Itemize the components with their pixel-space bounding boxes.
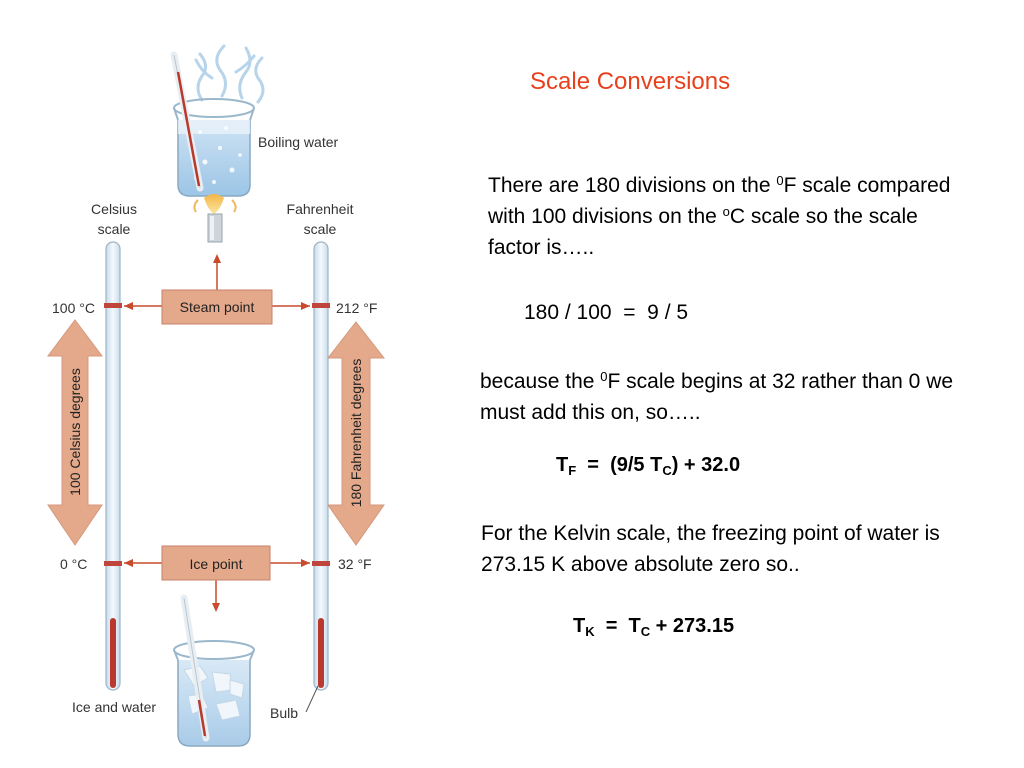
celsius-caption: Celsius — [91, 201, 137, 217]
fahrenheit-equation: TF = (9/5 TC) + 32.0 — [556, 454, 740, 477]
eq2-end: + 273.15 — [650, 615, 735, 637]
bulb-label: Bulb — [270, 705, 298, 721]
celsius-100-label: 100 °C — [52, 300, 95, 316]
p2-superscript: 0 — [600, 369, 608, 384]
p1-text-b: F scale compared with 100 divisions on t… — [488, 174, 951, 228]
p1-text-c: C scale so the scale factor is….. — [488, 205, 918, 259]
eq2-sub-c: C — [640, 624, 651, 639]
eq1-sub-c: C — [662, 463, 672, 478]
eq1-end: ) + 32.0 — [671, 454, 741, 476]
fahrenheit-caption: Fahrenheit — [287, 201, 354, 217]
ice-thermometer — [180, 594, 210, 742]
p1-superscript-2: o — [722, 204, 730, 219]
p1-superscript-1: 0 — [776, 173, 784, 188]
fahrenheit-degrees-label: 180 Fahrenheit degrees — [348, 359, 364, 508]
p2-text-a: because the — [480, 370, 601, 393]
steam-wisps — [194, 44, 265, 104]
celsius-0-label: 0 °C — [60, 556, 87, 572]
eq1-sub-f: F — [568, 463, 577, 478]
boiling-water-label: Boiling water — [258, 134, 338, 150]
eq1-mid: = (9/5 T — [576, 454, 663, 476]
fahrenheit-thermometer — [312, 241, 330, 691]
ratio-equation: 180 / 100 = 9 / 5 — [524, 301, 689, 324]
scale-factor-paragraph: There are 180 divisions on the 0F scale … — [488, 170, 958, 263]
fahrenheit-range-arrow: 180 Fahrenheit degrees — [326, 321, 386, 546]
ice-and-water-label: Ice and water — [72, 699, 156, 715]
kelvin-equation: TK = TC + 273.15 — [573, 615, 734, 638]
celsius-range-arrow: 100 Celsius degrees — [47, 319, 103, 546]
slide-title: Scale Conversions — [530, 68, 731, 95]
celsius-degrees-label: 100 Celsius degrees — [67, 368, 83, 496]
fahrenheit-32-label: 32 °F — [338, 556, 372, 572]
eq2-mid: = T — [594, 615, 641, 637]
celsius-thermometer — [104, 241, 122, 691]
eq1-t: T — [556, 454, 569, 476]
ice-point-group: Ice point — [124, 545, 310, 612]
p1-text-a: There are 180 divisions on the — [488, 174, 777, 197]
kelvin-paragraph: For the Kelvin scale, the freezing point… — [481, 522, 940, 576]
ice-beaker — [173, 640, 255, 747]
steam-point-group: Steam point — [124, 254, 310, 325]
bulb-leader-line — [305, 685, 319, 713]
celsius-caption-2: scale — [98, 221, 131, 237]
fahrenheit-212-label: 212 °F — [336, 300, 377, 316]
boiling-thermometer — [170, 51, 204, 192]
eq2-sub-k: K — [585, 624, 595, 639]
fahrenheit-caption-2: scale — [304, 221, 337, 237]
boiling-beaker — [173, 98, 255, 197]
eq2-t: T — [573, 615, 586, 637]
p2-text-b: F scale begins at 32 rather than 0 we mu… — [480, 370, 954, 424]
offset-paragraph: because the 0F scale begins at 32 rather… — [480, 366, 960, 428]
ice-point-label: Ice point — [190, 556, 243, 572]
steam-point-label: Steam point — [180, 299, 255, 315]
burner — [193, 194, 237, 243]
